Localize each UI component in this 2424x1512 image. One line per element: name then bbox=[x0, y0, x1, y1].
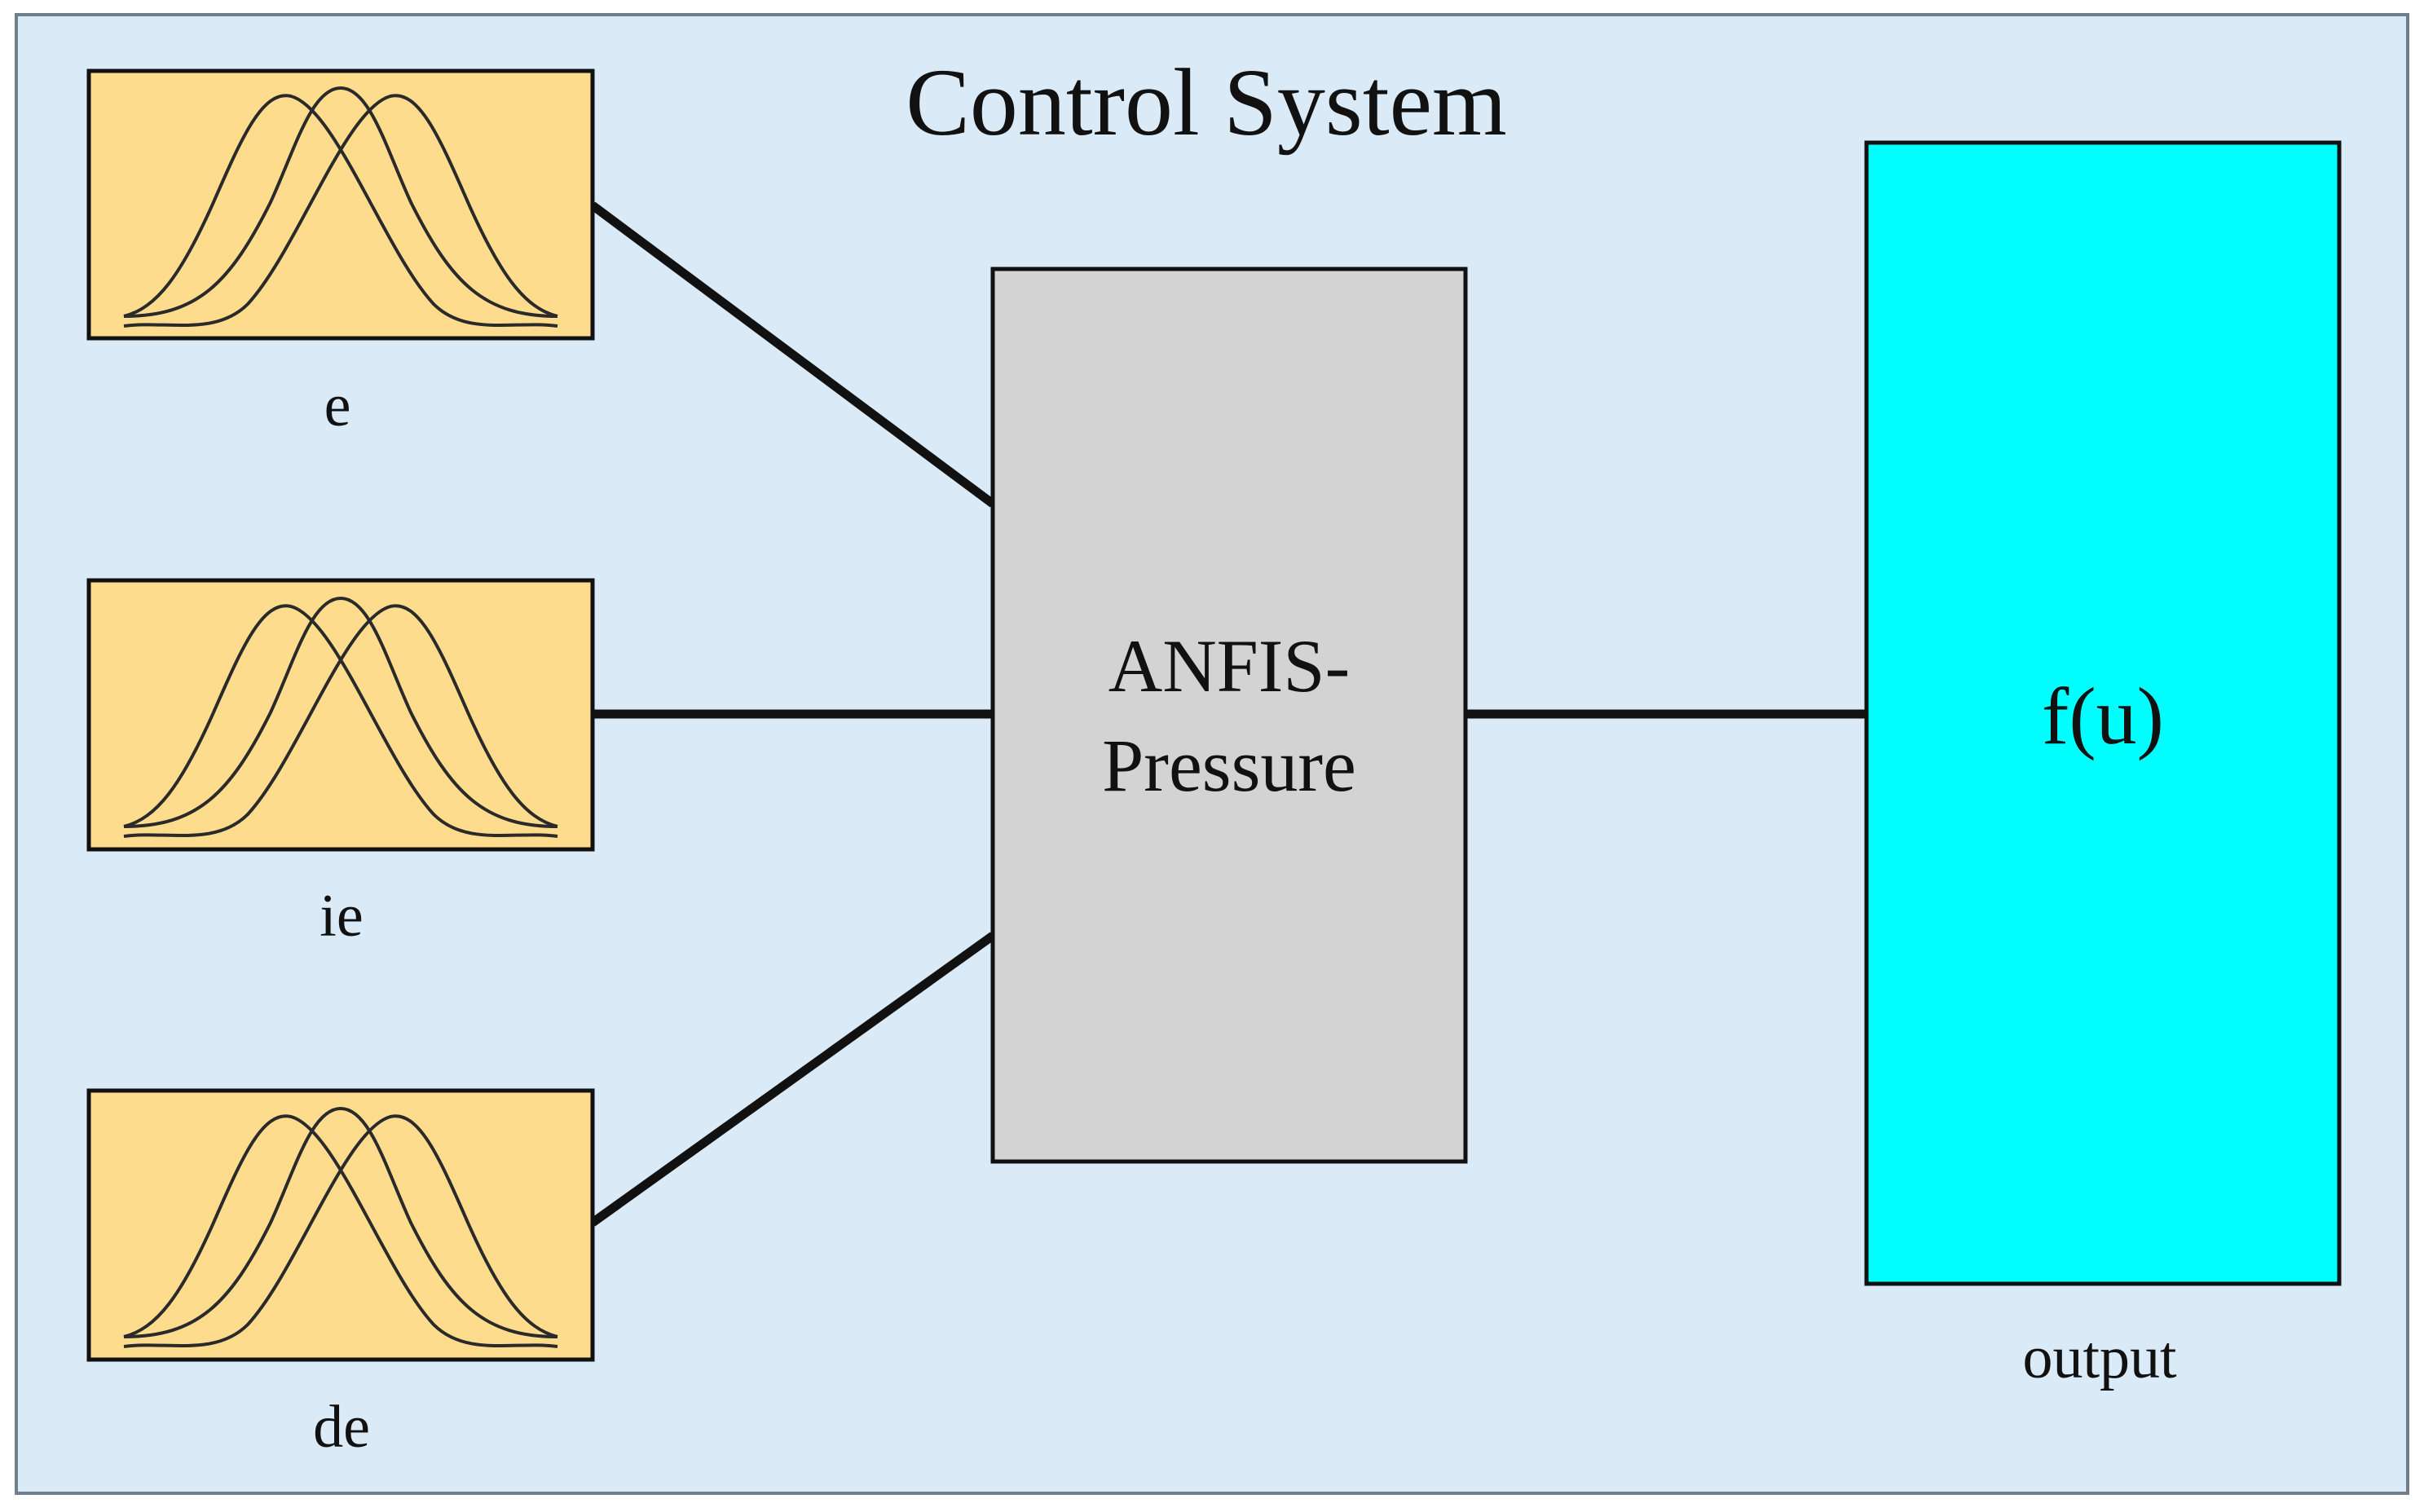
output-function-block[interactable]: f(u) bbox=[1864, 140, 2342, 1286]
membership-function-box bbox=[86, 578, 595, 852]
input-label-e: e bbox=[324, 372, 351, 439]
input-block-ie[interactable] bbox=[86, 578, 595, 852]
anfis-label-line2: Pressure bbox=[1102, 724, 1356, 807]
output-block-body bbox=[1864, 140, 2342, 1286]
output-function-text: f(u) bbox=[2042, 671, 2164, 761]
input-block-de[interactable] bbox=[86, 1088, 595, 1362]
input-block-e[interactable] bbox=[86, 68, 595, 341]
anfis-block-body bbox=[990, 267, 1468, 1164]
membership-function-box bbox=[86, 68, 595, 341]
input-label-de: de bbox=[313, 1394, 370, 1461]
anfis-label-line1: ANFIS- bbox=[1108, 624, 1350, 708]
diagram-title: Control System bbox=[906, 49, 1507, 156]
connector-e-to-anfis bbox=[589, 201, 996, 508]
connector-de-to-anfis bbox=[589, 932, 996, 1227]
anfis-pressure-block[interactable]: ANFIS- Pressure bbox=[990, 267, 1468, 1164]
output-label: output bbox=[2022, 1325, 2177, 1391]
input-label-ie: ie bbox=[320, 883, 363, 950]
membership-function-box bbox=[86, 1088, 595, 1362]
